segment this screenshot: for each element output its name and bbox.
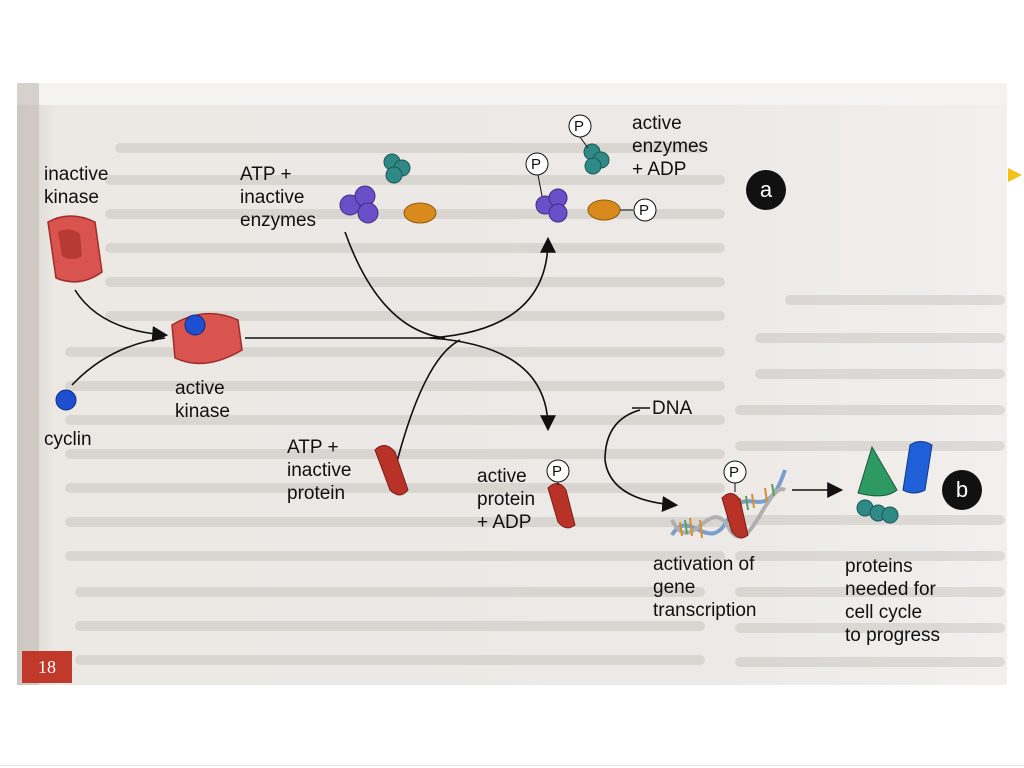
phosphate-label-purple: P [531, 156, 542, 173]
phosphate-label-protein: P [552, 463, 563, 480]
page-number-badge: 18 [22, 651, 72, 683]
active-kinase-shape [171, 312, 243, 365]
active-protein-shape [546, 459, 576, 529]
active-protein-adp-label: active protein + ADP [477, 466, 536, 533]
arrow-protein-to-dna [604, 409, 679, 512]
arrow-cyclin-binding [71, 337, 166, 386]
panel-label-b: b [942, 470, 982, 510]
arrow-inactive-enzymes-in [344, 231, 446, 339]
inactive-kinase-shape [47, 215, 103, 283]
dna-helix-shape [670, 460, 787, 539]
paper-top-strip [17, 83, 1007, 105]
active-enzymes-shapes [525, 114, 657, 223]
arrow-up-to-enzymes [429, 236, 556, 339]
inactive-enzymes-shapes [339, 153, 437, 224]
proteins-cell-cycle-label: proteins needed for cell cycle to progre… [845, 556, 941, 646]
phosphate-label-orange: P [639, 202, 650, 219]
binding-shadow [17, 83, 39, 685]
active-kinase-label: active kinase [175, 378, 230, 422]
panel-label-a: a [746, 170, 786, 210]
inactive-kinase-label: inactive kinase [44, 164, 109, 208]
inactive-protein-shape [374, 445, 409, 496]
atp-inactive-protein-label: ATP + inactive protein [287, 437, 352, 504]
cell-cycle-proteins-shapes [856, 441, 933, 524]
yellow-arrow-icon [1008, 168, 1022, 182]
cyclin-label: cyclin [44, 429, 92, 450]
arrow-kinase-activation [74, 289, 169, 342]
activation-gene-transcription-label: activation of gene transcription [653, 554, 757, 621]
phosphate-label-teal: P [574, 118, 585, 135]
arrow-down-to-protein [429, 337, 556, 432]
atp-inactive-enzymes-label: ATP + inactive enzymes [240, 164, 317, 231]
phosphate-label-dna: P [729, 464, 740, 481]
bottom-divider [0, 765, 1024, 766]
active-enzymes-adp-label: active enzymes + ADP [632, 113, 709, 180]
cyclin-shape [55, 389, 77, 411]
paper-background [17, 83, 1007, 685]
dna-label: DNA [652, 398, 693, 419]
